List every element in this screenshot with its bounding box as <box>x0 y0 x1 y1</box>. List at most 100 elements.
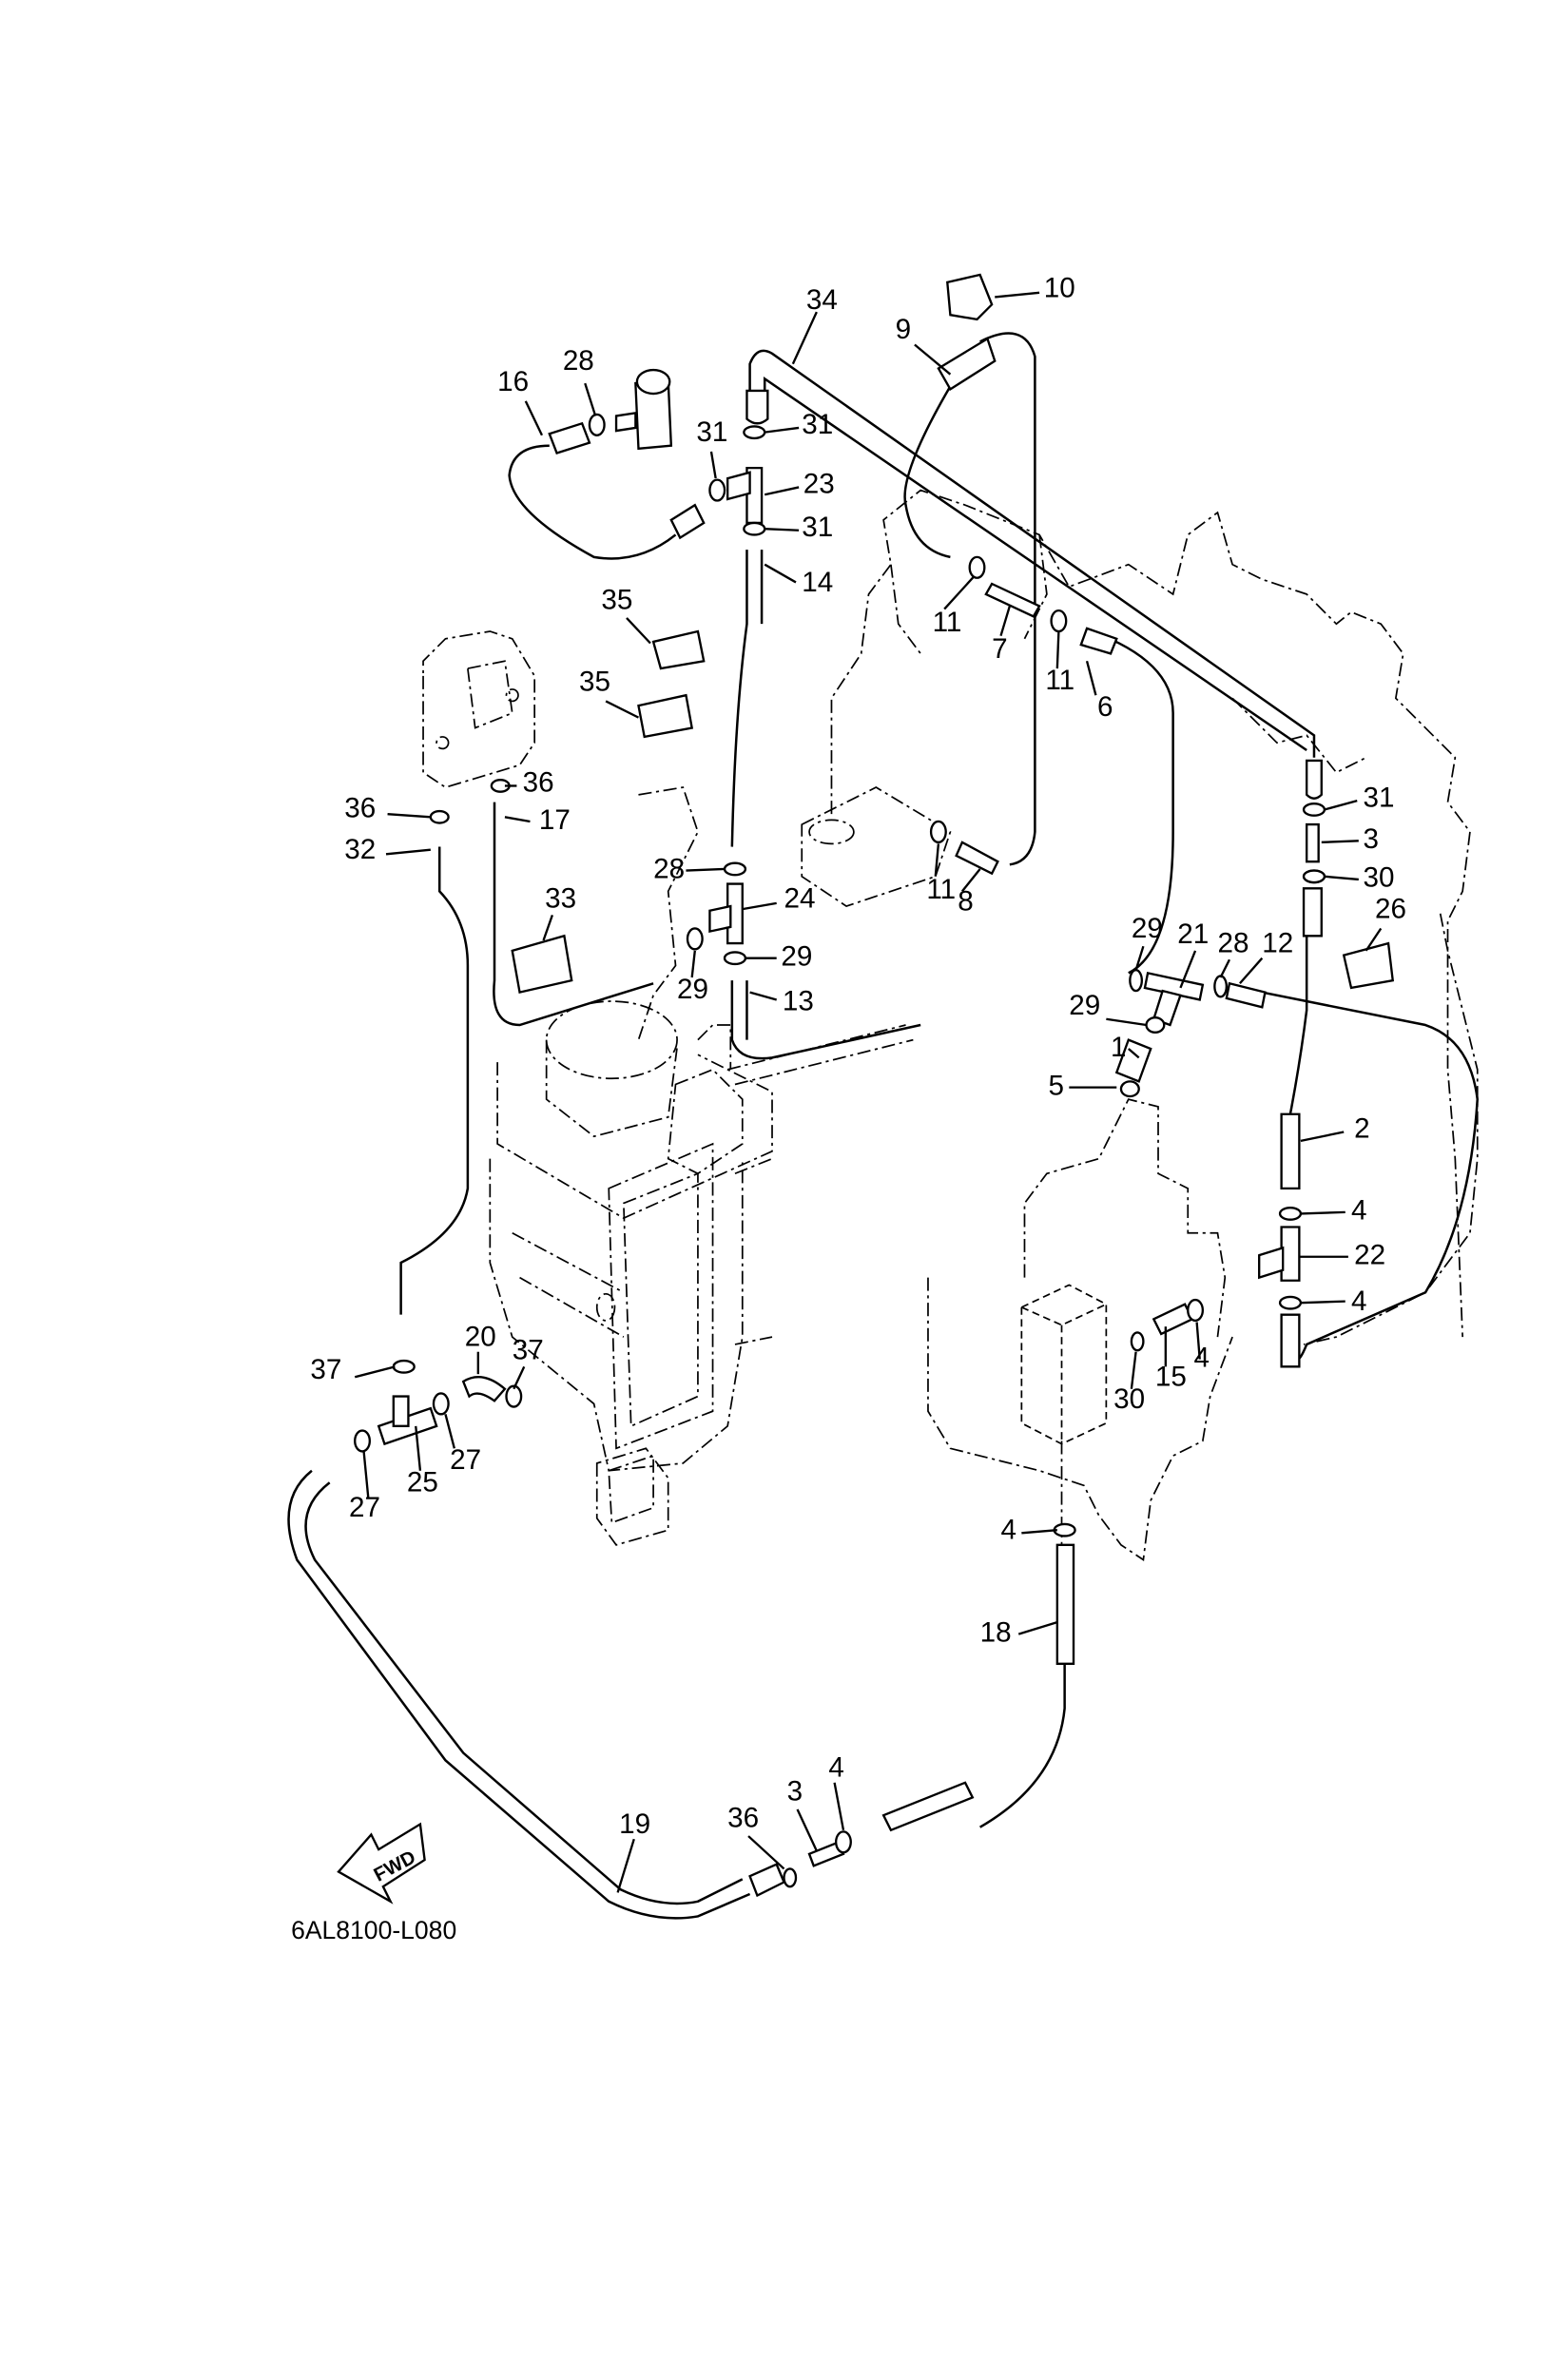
callout-label: 31 <box>696 416 727 448</box>
callout-label: 35 <box>579 666 610 697</box>
callout-label: 30 <box>1113 1383 1145 1415</box>
leader-line <box>1239 957 1264 985</box>
leader-line <box>1321 840 1359 844</box>
leader-line <box>943 575 976 610</box>
leader-line <box>742 901 777 911</box>
callout-label: 20 <box>465 1321 496 1352</box>
callout-label: 29 <box>677 974 708 1005</box>
leader-line <box>1134 945 1145 971</box>
callout-label: 14 <box>802 567 833 598</box>
callout-label: 24 <box>784 883 816 915</box>
leader-line <box>1085 660 1097 696</box>
callout-label: 13 <box>783 985 814 1016</box>
leader-line <box>796 1808 818 1852</box>
leader-line <box>605 700 639 719</box>
callout-label: 29 <box>781 941 812 973</box>
callout-label: 28 <box>563 345 594 377</box>
callout-label: 29 <box>1069 990 1100 1021</box>
leader-line <box>934 843 940 877</box>
callout-label: 36 <box>344 792 376 823</box>
leader-line <box>415 1425 422 1471</box>
callout-label: 17 <box>539 804 571 836</box>
callout-label: 10 <box>1044 272 1075 303</box>
leader-line <box>524 400 544 436</box>
callout-label: 19 <box>619 1808 650 1840</box>
leader-line <box>914 343 952 376</box>
callout-label: 2 <box>1354 1113 1369 1145</box>
leader-line <box>1300 1131 1345 1143</box>
leader-line <box>686 867 726 872</box>
callout-label: 25 <box>407 1467 438 1499</box>
leader-line <box>513 1365 526 1390</box>
leader-line <box>995 291 1040 299</box>
callout-label: 29 <box>1132 913 1163 944</box>
leader-line <box>1219 958 1231 978</box>
callout-label: 26 <box>1375 894 1406 925</box>
leader-line <box>1106 1017 1147 1027</box>
leader-line <box>584 382 597 416</box>
callout-label: 35 <box>601 585 632 616</box>
callout-label: 7 <box>992 633 1007 665</box>
leader-line <box>747 1835 785 1870</box>
callout-label: 32 <box>344 834 376 865</box>
callout-label: 31 <box>802 512 833 543</box>
leader-line <box>1195 1322 1201 1360</box>
leader-line <box>749 991 778 1001</box>
leader-line <box>1324 875 1359 881</box>
callout-label: 3 <box>1364 823 1379 855</box>
leader-line <box>387 812 431 819</box>
leader-line <box>765 426 800 434</box>
callout-label: 36 <box>727 1803 759 1834</box>
leader-line <box>960 868 981 893</box>
leader-line <box>1055 630 1060 669</box>
callout-label: 11 <box>933 607 962 638</box>
leader-line <box>765 528 800 532</box>
leader-line <box>1324 799 1358 811</box>
callout-label: 33 <box>545 883 576 915</box>
leader-line <box>764 486 800 496</box>
callout-label: 8 <box>958 886 973 918</box>
leader-line <box>999 606 1011 637</box>
leader-line <box>1300 1210 1345 1215</box>
leader-line <box>385 848 431 856</box>
callout-label: 27 <box>450 1444 481 1476</box>
callout-label: 37 <box>513 1335 544 1366</box>
callout-label: 6 <box>1097 691 1113 723</box>
callout-label: 21 <box>1177 918 1209 950</box>
callout-label: 15 <box>1155 1362 1187 1393</box>
leader-line <box>1130 1351 1137 1389</box>
leader-line <box>764 563 797 584</box>
leader-line <box>690 950 696 978</box>
callout-label: 4 <box>1351 1195 1366 1227</box>
leader-lines <box>354 291 1383 1893</box>
callout-label: 28 <box>653 853 685 884</box>
leader-line <box>1179 950 1197 989</box>
callout-label: 9 <box>896 314 911 345</box>
callout-label: 11 <box>1045 665 1074 696</box>
leader-line <box>626 617 651 645</box>
callout-label: 23 <box>803 469 835 500</box>
callout-label: 11 <box>926 874 956 905</box>
leader-line <box>791 311 818 365</box>
callout-label: 28 <box>1217 927 1249 958</box>
hoses <box>287 273 1479 1920</box>
engine-outline <box>422 489 1479 1561</box>
leader-line <box>542 915 554 941</box>
leader-line <box>833 1782 845 1831</box>
callout-label: 36 <box>523 767 554 799</box>
leader-line <box>1017 1620 1058 1635</box>
callout-label: 12 <box>1262 927 1293 958</box>
callout-label: 34 <box>806 284 838 316</box>
callout-label: 31 <box>1364 782 1395 813</box>
callout-label: 4 <box>1351 1286 1366 1317</box>
drawing-code: 6AL8100-L080 <box>291 1916 456 1944</box>
leader-line <box>354 1365 396 1379</box>
callout-label: 4 <box>828 1752 843 1784</box>
leader-line <box>1128 1048 1140 1059</box>
callout-label: 31 <box>802 409 833 440</box>
clamps <box>354 413 1326 1888</box>
leader-line <box>444 1414 455 1449</box>
callout-label: 4 <box>1193 1342 1209 1373</box>
callout-label: 37 <box>310 1354 341 1385</box>
